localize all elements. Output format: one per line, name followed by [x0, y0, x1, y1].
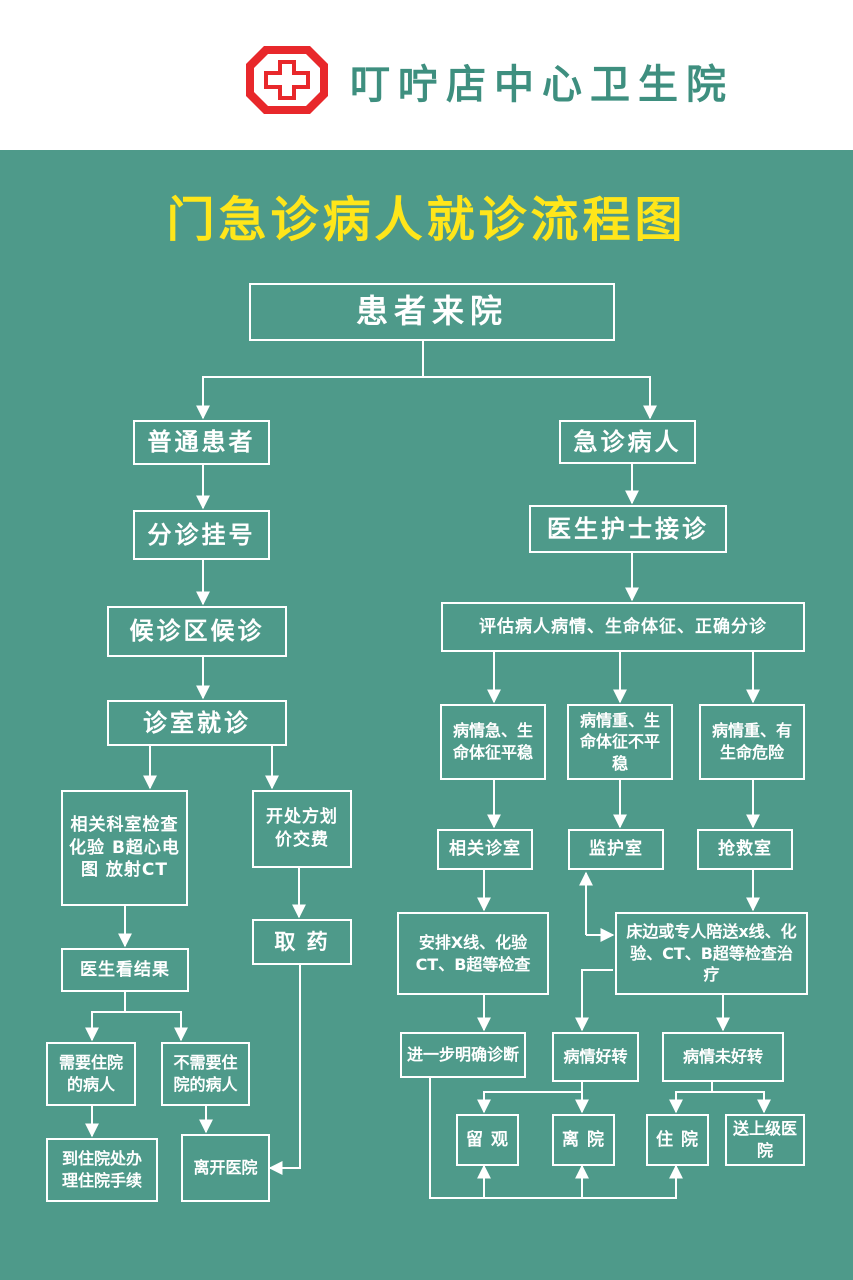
node-patient-arrival: 患者来院 — [249, 283, 615, 341]
node-get-medicine: 取 药 — [252, 919, 352, 965]
red-cross-icon — [244, 44, 330, 120]
node-monitor-room: 监护室 — [568, 829, 664, 870]
node-observation: 留 观 — [456, 1114, 519, 1166]
node-condition-not-improved: 病情未好转 — [662, 1032, 784, 1082]
node-discharge: 离 院 — [552, 1114, 615, 1166]
node-leave-hospital: 离开医院 — [181, 1134, 270, 1202]
node-doctor-nurse-reception: 医生护士接诊 — [529, 505, 727, 553]
node-general-patient: 普通患者 — [133, 420, 270, 465]
node-consultation: 诊室就诊 — [107, 700, 287, 746]
node-department-exams: 相关科室检查化验 B超心电图 放射CT — [61, 790, 188, 906]
node-serious-danger: 病情重、有生命危险 — [699, 704, 805, 780]
node-further-diagnosis: 进一步明确诊断 — [400, 1032, 526, 1078]
node-escort-exams: 床边或专人陪送x线、化验、CT、B超等检查治疗 — [615, 912, 808, 995]
node-assessment: 评估病人病情、生命体征、正确分诊 — [441, 602, 805, 652]
node-needs-inpatient: 需要住院的病人 — [46, 1042, 136, 1106]
node-triage-register: 分诊挂号 — [133, 510, 270, 560]
node-prescription-payment: 开处方划价交费 — [252, 790, 352, 868]
header: 叮咛店中心卫生院 — [0, 0, 853, 150]
hospital-name: 叮咛店中心卫生院 — [350, 62, 734, 108]
page-title: 门急诊病人就诊流程图 — [166, 192, 687, 248]
node-hospitalize: 住 院 — [646, 1114, 709, 1166]
node-serious-unstable: 病情重、生命体征不平稳 — [567, 704, 673, 780]
node-urgent-stable: 病情急、生命体征平稳 — [440, 704, 546, 780]
node-transfer-higher-hospital: 送上级医院 — [725, 1114, 805, 1166]
node-no-inpatient: 不需要住院的病人 — [161, 1042, 250, 1106]
node-emergency-patient: 急诊病人 — [559, 420, 696, 464]
node-waiting-area: 候诊区候诊 — [107, 606, 287, 657]
node-condition-improved: 病情好转 — [552, 1032, 639, 1082]
node-review-results: 医生看结果 — [61, 948, 189, 992]
node-related-clinic: 相关诊室 — [437, 829, 533, 870]
node-arrange-exams: 安排X线、化验CT、B超等检查 — [397, 912, 549, 995]
node-rescue-room: 抢救室 — [697, 829, 793, 870]
node-admission-procedure: 到住院处办理住院手续 — [46, 1138, 158, 1202]
